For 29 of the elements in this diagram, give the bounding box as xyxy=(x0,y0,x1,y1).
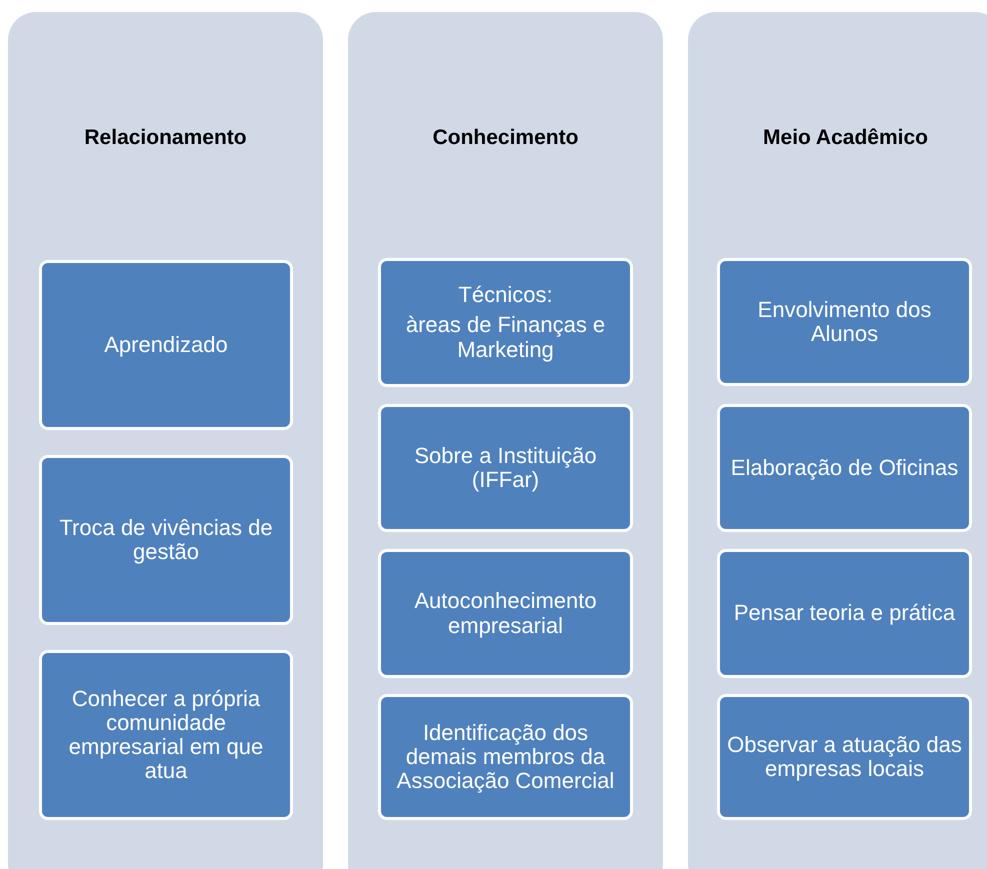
item-box xyxy=(378,549,633,678)
item-text: Pensar teoria e prática xyxy=(734,601,956,626)
item-text: Identificação dos demais membros da Associação Comercial xyxy=(396,720,616,794)
item-text: Técnicos: xyxy=(458,283,553,308)
column-panel xyxy=(688,12,987,869)
column-panel xyxy=(8,12,323,869)
item-box xyxy=(717,549,972,678)
item-text: Conhecer a própria comunidade empresarial em que atua xyxy=(68,686,264,784)
item-box xyxy=(39,650,293,820)
column-heading: Conhecimento xyxy=(432,126,580,150)
item-text: Aprendizado xyxy=(104,332,228,358)
item-text: Elaboração de Oficinas xyxy=(730,456,958,480)
item-box xyxy=(717,694,972,820)
item-box xyxy=(39,455,293,625)
item-box xyxy=(39,260,293,430)
item-text: Observar a atuação das empresas locais xyxy=(726,732,963,782)
item-text: Sobre a Instituição (IFFar) xyxy=(413,444,598,492)
column-heading: Relacionamento xyxy=(83,126,248,150)
item-text: àreas de Finanças e Marketing xyxy=(404,313,606,362)
item-box xyxy=(378,258,633,387)
item-text: Autoconhecimento empresarial xyxy=(413,589,598,638)
column-heading: Meio Acadêmico xyxy=(762,126,929,150)
column-panel xyxy=(348,12,663,869)
item-box xyxy=(717,258,972,386)
item-text: Troca de vivências de gestão xyxy=(58,516,274,564)
item-box xyxy=(378,694,633,820)
item-box xyxy=(717,404,972,532)
item-box xyxy=(378,404,633,532)
item-text: Envolvimento dos Alunos xyxy=(756,298,932,346)
